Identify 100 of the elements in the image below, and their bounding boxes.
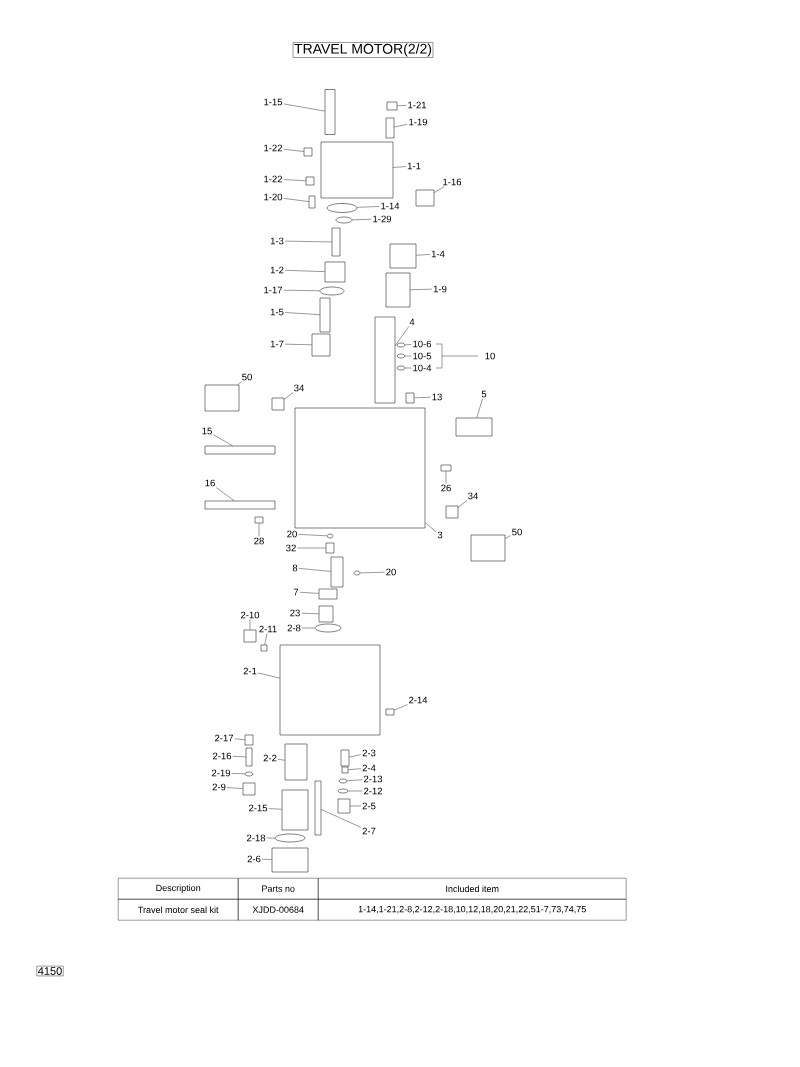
part-drawing bbox=[320, 141, 394, 199]
part-drawing bbox=[242, 782, 256, 796]
leader-line bbox=[476, 398, 483, 418]
callout-number: 3 bbox=[437, 531, 443, 539]
part-drawing bbox=[440, 464, 452, 472]
leader-line bbox=[405, 355, 412, 357]
leader-line bbox=[458, 500, 468, 508]
part-drawing bbox=[204, 445, 276, 455]
callout-number: 1-19 bbox=[409, 118, 428, 126]
part-drawing bbox=[308, 195, 316, 209]
part-drawing bbox=[271, 847, 309, 873]
leader-line bbox=[397, 105, 407, 106]
callout-number: 2-2 bbox=[263, 754, 277, 762]
part-drawing bbox=[244, 771, 254, 777]
leader-line bbox=[283, 103, 325, 112]
callout-number: 2-8 bbox=[287, 624, 301, 632]
callout-number: 1-22 bbox=[264, 144, 283, 152]
leader-line bbox=[284, 240, 332, 243]
leader-line bbox=[434, 186, 445, 193]
part-drawing bbox=[318, 605, 334, 623]
leader-line bbox=[234, 738, 245, 740]
callout-number: 1-29 bbox=[373, 215, 392, 223]
leader-line bbox=[283, 149, 304, 152]
part-drawing bbox=[335, 216, 353, 224]
callout-number: 10-6 bbox=[413, 340, 432, 348]
leader-line bbox=[348, 768, 362, 770]
leader-line bbox=[321, 809, 362, 828]
callout-number: 1-17 bbox=[264, 286, 283, 294]
leader-line bbox=[416, 254, 431, 256]
part-drawing bbox=[385, 272, 411, 308]
leader-line bbox=[213, 434, 233, 446]
part-drawing bbox=[279, 644, 381, 736]
leader-line bbox=[301, 613, 319, 614]
callout-number: 1-4 bbox=[431, 250, 445, 258]
part-drawing bbox=[470, 534, 506, 562]
part-drawing bbox=[311, 333, 331, 357]
part-drawing bbox=[455, 417, 493, 437]
leader-line bbox=[264, 633, 268, 645]
leader-line bbox=[261, 859, 272, 860]
part-drawing bbox=[331, 227, 341, 257]
leader-line bbox=[348, 790, 363, 792]
callout-number: 34 bbox=[468, 492, 478, 500]
leader-line bbox=[394, 124, 408, 128]
callout-number: 20 bbox=[386, 568, 396, 576]
table-cell: Travel motor seal kit bbox=[118, 899, 239, 921]
leader-line bbox=[226, 787, 243, 789]
part-drawing bbox=[415, 189, 435, 207]
leader-line bbox=[298, 534, 327, 537]
callout-number: 2-11 bbox=[259, 625, 277, 633]
leader-line bbox=[284, 344, 312, 345]
part-drawing bbox=[385, 117, 395, 139]
leader-line bbox=[395, 326, 410, 346]
part-drawing bbox=[389, 243, 417, 269]
callout-number: 10-4 bbox=[413, 364, 432, 372]
part-drawing bbox=[324, 261, 346, 283]
part-drawing bbox=[385, 708, 395, 716]
leader-line bbox=[284, 270, 325, 272]
leader-line bbox=[258, 523, 260, 537]
part-drawing bbox=[274, 833, 306, 843]
callout-number: 1-14 bbox=[381, 202, 400, 210]
part-drawing bbox=[284, 743, 308, 781]
leader-line bbox=[237, 381, 242, 385]
callout-number: 2-7 bbox=[362, 827, 376, 835]
callout-number: 2-3 bbox=[362, 749, 376, 757]
callout-number: 1-7 bbox=[270, 340, 284, 348]
leader-line bbox=[283, 179, 306, 181]
callout-number: 16 bbox=[205, 479, 215, 487]
leader-line bbox=[297, 547, 326, 549]
part-drawing bbox=[314, 780, 322, 836]
callout-number: 2-1 bbox=[243, 667, 257, 675]
callout-number: 28 bbox=[254, 537, 264, 545]
callout-number: 10-5 bbox=[413, 352, 432, 360]
callout-number: 1-20 bbox=[264, 193, 283, 201]
part-drawing bbox=[326, 203, 358, 213]
leader-line bbox=[347, 779, 363, 781]
page-number: 4150 bbox=[36, 965, 64, 977]
callout-number: 4 bbox=[409, 318, 415, 326]
part-drawing bbox=[340, 749, 350, 767]
part-drawing bbox=[326, 533, 334, 539]
callout-number: 2-12 bbox=[363, 787, 383, 795]
callout-number: 2-5 bbox=[362, 802, 376, 810]
callout-number: 8 bbox=[292, 564, 298, 572]
table-cell: 1-14,1-21,2-8,2-12,2-18,10,12,18,20,21,22,51-7,73,74,75 bbox=[318, 899, 627, 921]
callout-number: 2-10 bbox=[240, 611, 260, 619]
callout-number: 10 bbox=[485, 352, 495, 360]
leader-line bbox=[299, 592, 319, 594]
part-drawing bbox=[386, 101, 398, 111]
leader-line bbox=[360, 572, 385, 574]
callout-number: 15 bbox=[202, 427, 212, 435]
leader-line bbox=[301, 627, 315, 629]
table-cell: Parts no bbox=[238, 878, 319, 900]
callout-number: 50 bbox=[512, 528, 522, 536]
part-drawing bbox=[305, 176, 315, 186]
leader-line bbox=[352, 219, 372, 220]
callout-number: 50 bbox=[242, 373, 252, 381]
part-drawing bbox=[294, 407, 426, 529]
leader-line bbox=[284, 312, 320, 315]
callout-number: 13 bbox=[432, 393, 442, 401]
part-drawing bbox=[319, 297, 331, 333]
part-drawing bbox=[445, 505, 459, 519]
